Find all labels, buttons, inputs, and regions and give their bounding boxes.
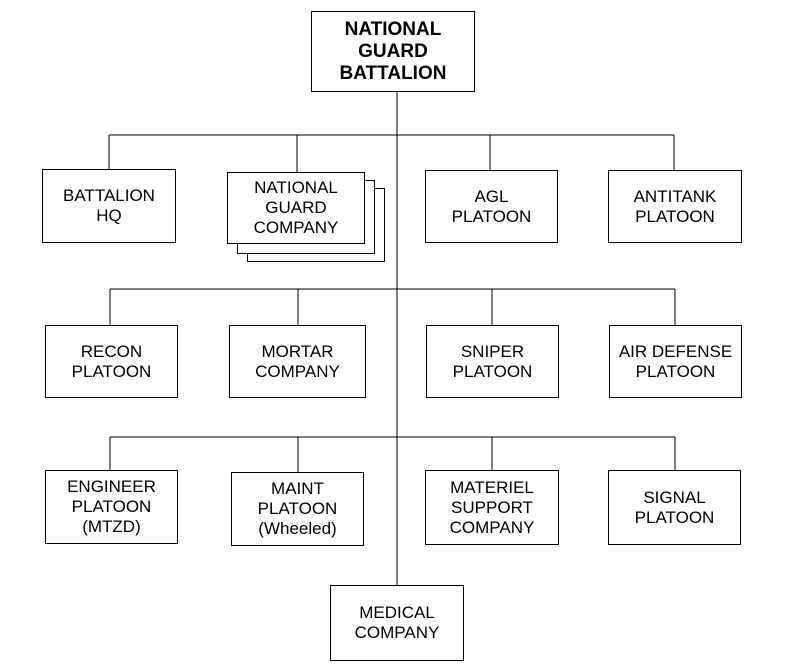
- org-box-signal-platoon: SIGNAL PLATOON: [608, 470, 741, 545]
- org-box-national-guard-battalion: NATIONAL GUARD BATTALION: [311, 11, 475, 92]
- org-box-medical-company: MEDICAL COMPANY: [330, 585, 464, 661]
- org-box-maint-platoon: MAINT PLATOON (Wheeled): [231, 472, 364, 546]
- org-box-agl-platoon: AGL PLATOON: [425, 170, 558, 243]
- org-box-antitank-platoon: ANTITANK PLATOON: [608, 170, 742, 243]
- org-box-air-defense-platoon: AIR DEFENSE PLATOON: [609, 325, 742, 398]
- org-box-mortar-company: MORTAR COMPANY: [229, 325, 366, 398]
- org-box-national-guard-company: NATIONAL GUARD COMPANY: [227, 172, 365, 244]
- org-box-recon-platoon: RECON PLATOON: [45, 325, 178, 398]
- org-box-sniper-platoon: SNIPER PLATOON: [426, 325, 559, 398]
- org-box-engineer-platoon: ENGINEER PLATOON (MTZD): [45, 470, 178, 544]
- org-box-materiel-support-company: MATERIEL SUPPORT COMPANY: [425, 470, 559, 545]
- org-box-battalion-hq: BATTALION HQ: [42, 169, 176, 243]
